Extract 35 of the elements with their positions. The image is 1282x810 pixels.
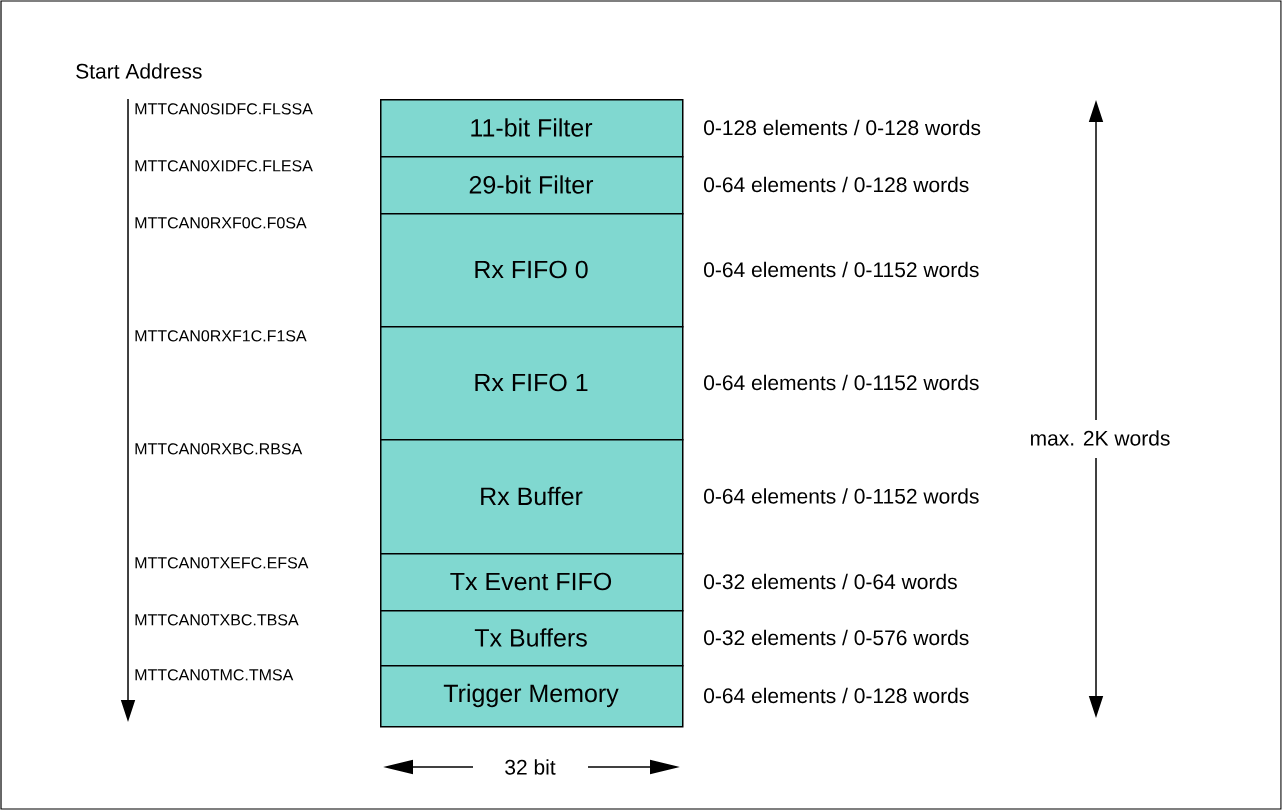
section-name: Rx FIFO 1 (475, 373, 588, 392)
section-name: 29-bit Filter (469, 175, 594, 194)
dimension-label: 32 bit (505, 759, 556, 775)
size-label: 0-64 elements / 0-1152 words (704, 374, 979, 391)
address-label: MTTCAN0RXBC.RBSA (135, 443, 303, 455)
memory-section (380, 213, 684, 328)
memory-section (380, 99, 684, 158)
address-label: MTTCAN0RXF1C.F1SA (135, 330, 307, 342)
memory-section (380, 439, 684, 555)
size-label: 0-64 elements / 0-1152 words (704, 488, 979, 504)
section-name: Trigger Memory (443, 683, 619, 708)
size-label: 0-128 elements / 0-128 words (704, 119, 981, 136)
size-label: 0-64 elements / 0-128 words (704, 687, 969, 704)
address-label: MTTCAN0TXEFC.EFSA (135, 557, 309, 569)
memory-section (380, 326, 684, 441)
size-label: 0-32 elements / 0-576 words (704, 629, 969, 646)
size-label: 0-64 elements / 0-1152 words (704, 261, 979, 278)
section-name: Rx Buffer (481, 486, 583, 506)
size-label: 0-32 elements / 0-64 words (704, 573, 957, 590)
memory-section (380, 665, 684, 728)
size-label: 0-64 elements / 0-128 words (704, 176, 969, 193)
address-label: MTTCAN0SIDFC.FLSSA (135, 103, 313, 115)
label: Start Address (76, 63, 202, 79)
section-name: Tx Buffers (474, 628, 587, 647)
memory-section (380, 553, 684, 612)
memory-section (380, 610, 684, 667)
address-label: MTTCAN0XIDFC.FLESA (135, 160, 313, 172)
memory-section (380, 156, 684, 215)
section-name: Tx Event FIFO (450, 572, 612, 591)
address-label: MTTCAN0RXF0C.F0SA (135, 217, 307, 229)
section-name: Rx FIFO 0 (475, 260, 588, 279)
address-label: MTTCAN0TMC.TMSA (135, 669, 294, 681)
address-label: MTTCAN0TXBC.TBSA (135, 614, 299, 626)
dimension-label: max. 2K words (1031, 430, 1170, 446)
section-name: 11-bit Filter (471, 118, 593, 137)
